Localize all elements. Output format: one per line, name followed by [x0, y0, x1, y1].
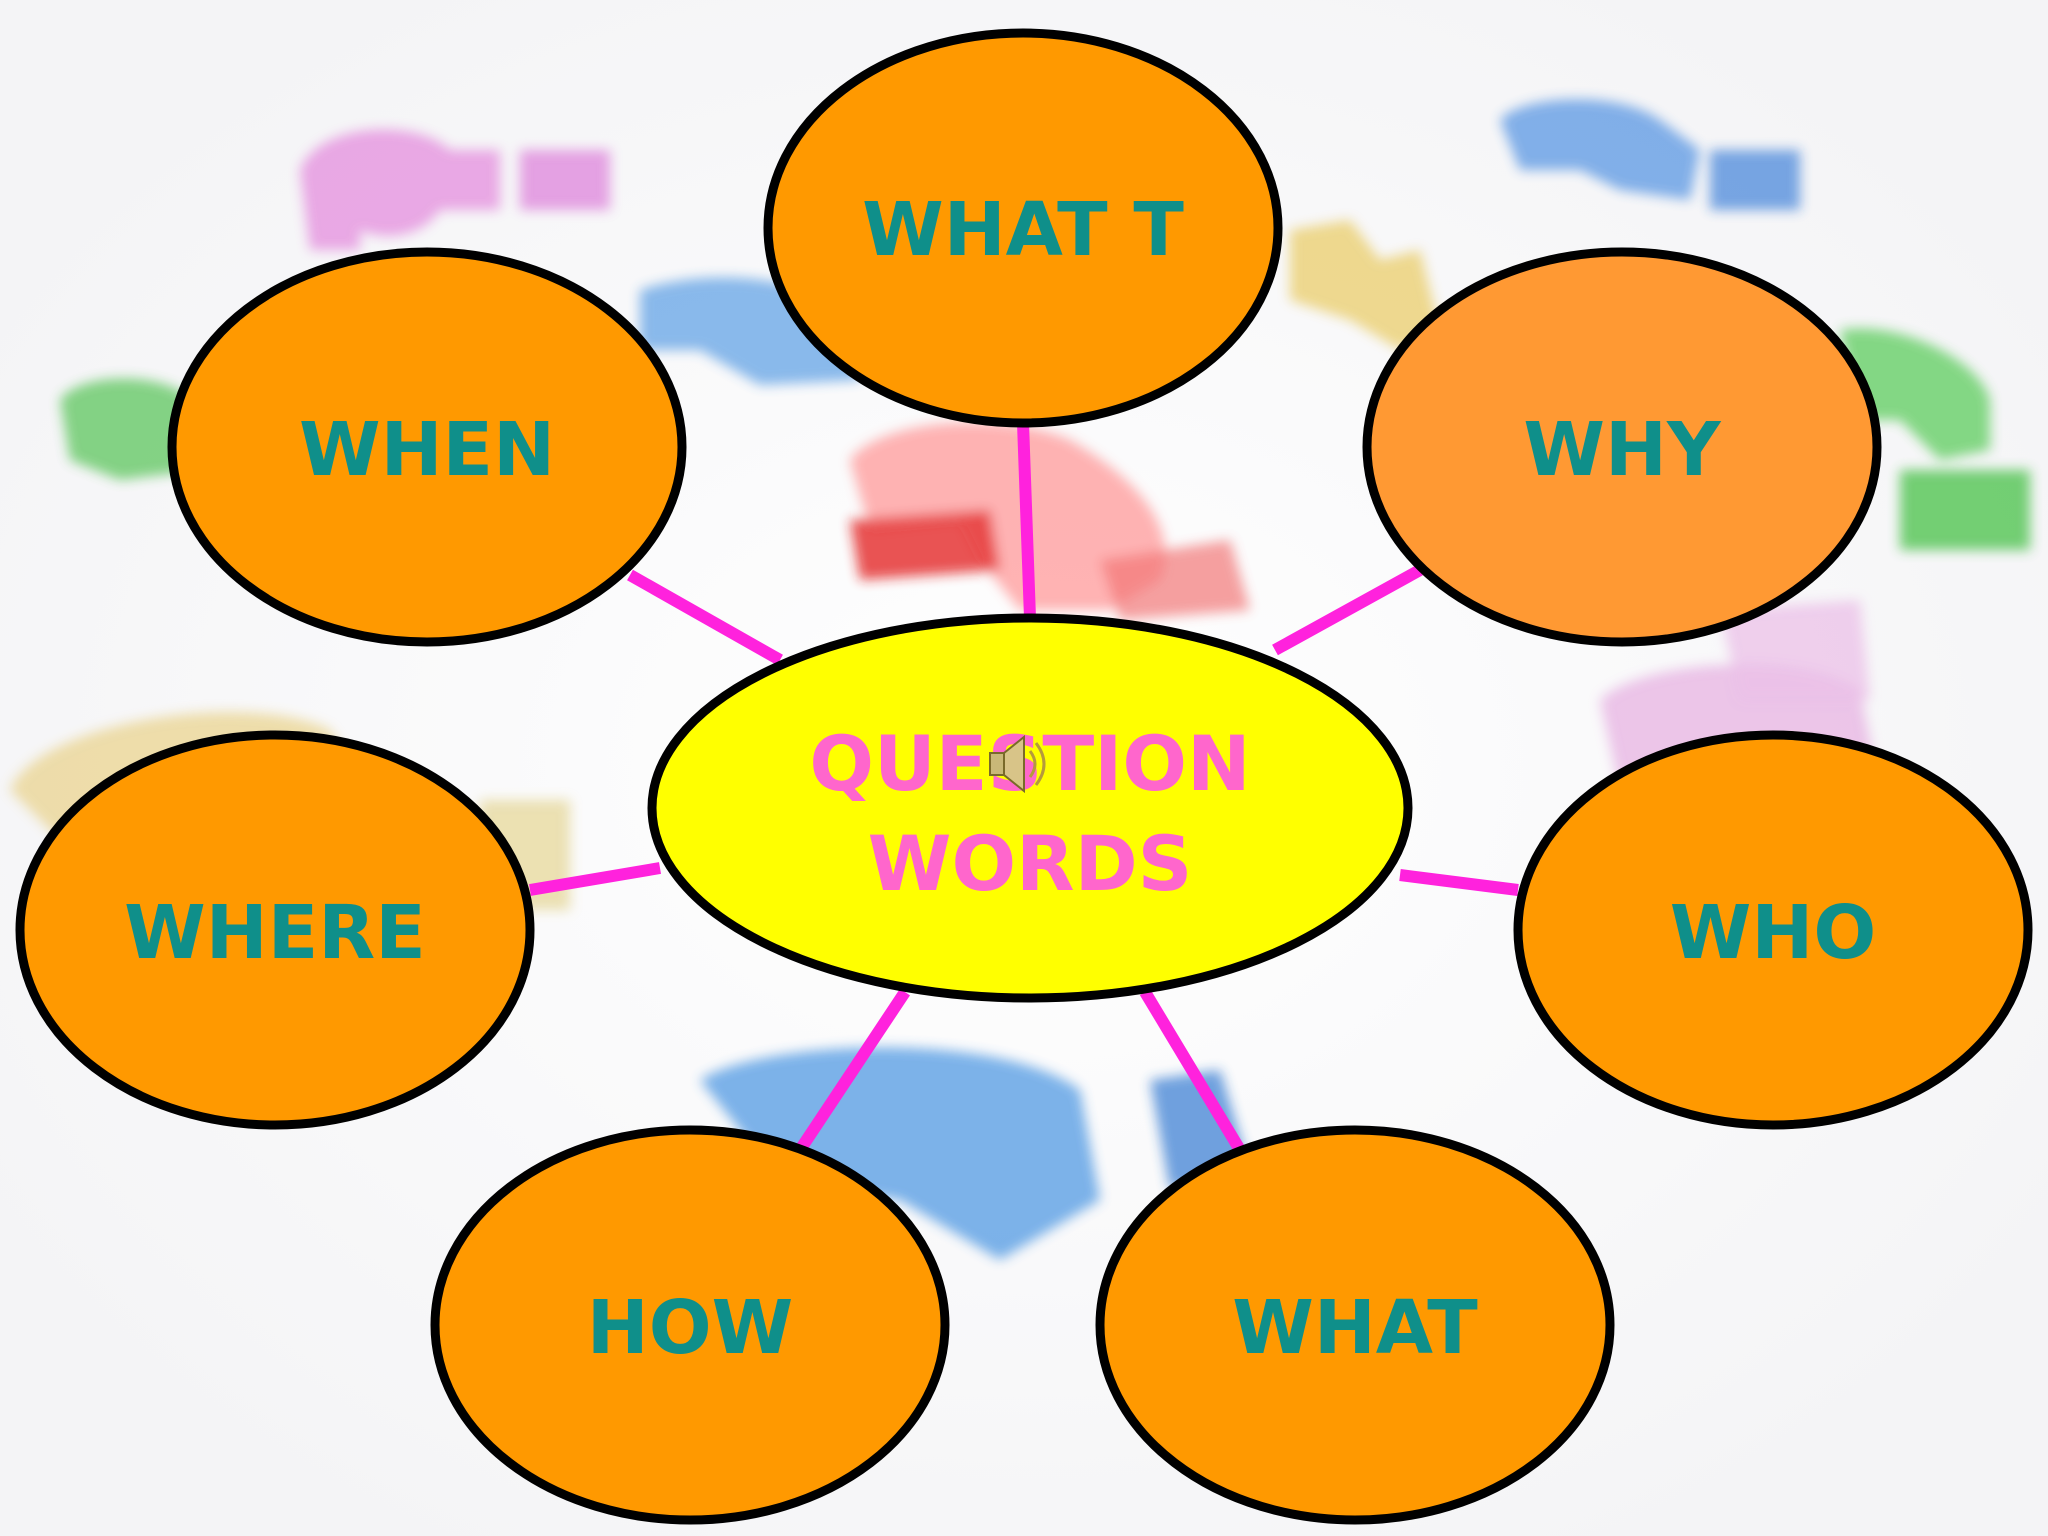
node-what: WHAT — [1095, 1125, 1615, 1525]
node-label-how: HOW — [587, 1285, 793, 1371]
center-title-line1: QUESTION — [809, 719, 1250, 808]
node-ellipse-who — [1513, 730, 2033, 1130]
node-what-top: WHAT T — [763, 28, 1283, 428]
connector-where — [528, 862, 662, 896]
node-ellipse-when — [167, 247, 687, 647]
connector-why — [1272, 564, 1423, 656]
node-label-what-top: WHAT T — [862, 187, 1184, 273]
node-ellipse-what-top — [763, 28, 1283, 428]
center-node: QUESTION WORDS — [647, 613, 1413, 1003]
node-label-when: WHEN — [299, 407, 555, 493]
node-why: WHY — [1362, 247, 1882, 647]
center-ellipse — [647, 613, 1413, 1003]
node-how: HOW — [430, 1125, 950, 1525]
node-ellipse-what — [1095, 1125, 1615, 1525]
node-ellipse-where — [15, 730, 535, 1130]
nodes-layer: WHAT T WHEN WHY WHERE WHO HOW WHAT — [15, 28, 2033, 1525]
node-label-who: WHO — [1670, 890, 1876, 976]
center-title-line2: WORDS — [868, 819, 1193, 908]
node-where: WHERE — [15, 730, 535, 1130]
node-when: WHEN — [167, 247, 687, 647]
node-label-where: WHERE — [124, 890, 426, 976]
node-who: WHO — [1513, 730, 2033, 1130]
connector-who — [1399, 869, 1519, 896]
connector-when — [627, 569, 783, 666]
node-label-what: WHAT — [1232, 1285, 1478, 1371]
connector-lines — [528, 422, 1519, 1154]
node-label-why: WHY — [1523, 407, 1722, 493]
node-ellipse-why — [1362, 247, 1882, 647]
connector-what-top — [1017, 422, 1036, 619]
connector-what — [1139, 988, 1246, 1154]
speaker-icon[interactable] — [989, 734, 1046, 794]
node-ellipse-how — [430, 1125, 950, 1525]
connector-how — [795, 988, 910, 1154]
